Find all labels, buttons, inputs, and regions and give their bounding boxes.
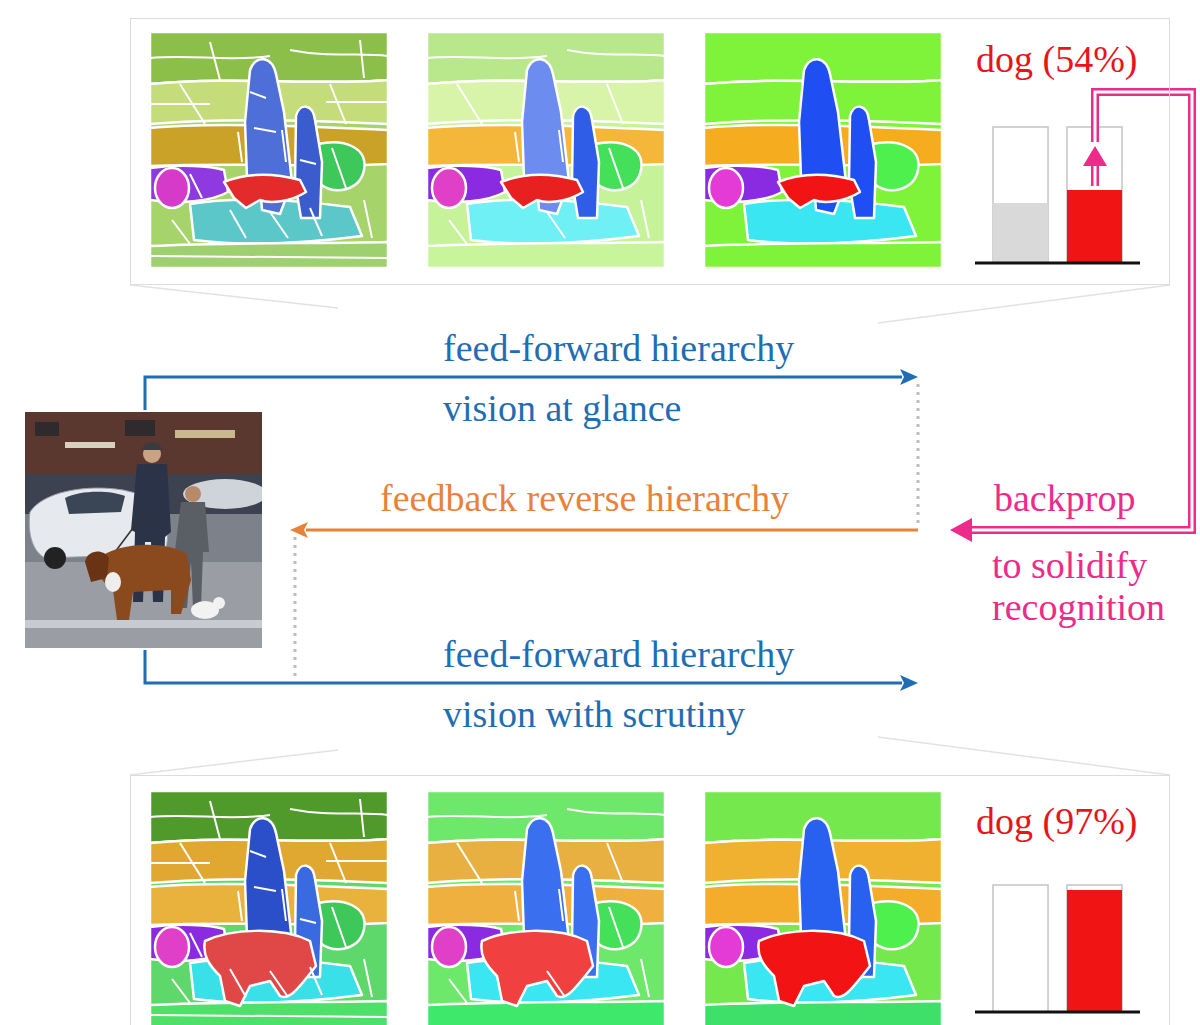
prediction-label: dog (54%) bbox=[976, 39, 1137, 81]
flow-arrows bbox=[145, 369, 918, 691]
connector-label: backprop bbox=[992, 478, 1137, 520]
feedback-band: feedback reverse hierarchy bbox=[338, 462, 950, 598]
glance-panel: dog (54%) bbox=[130, 18, 1170, 285]
text-slot: feed-forward hierarchy bbox=[443, 634, 794, 676]
connector-note: to solidify recognition bbox=[992, 545, 1177, 629]
text-slot: feed-forward hierarchy bbox=[443, 328, 794, 370]
backprop-connector bbox=[970, 92, 1192, 530]
arrow-head bbox=[950, 518, 972, 542]
text-slot: backprop bbox=[992, 478, 1137, 520]
text-slot: vision with scrutiny bbox=[443, 694, 745, 736]
text-slot: dog (97%) bbox=[976, 801, 1137, 843]
segmentation-map bbox=[704, 791, 942, 1025]
text-slot: dog (54%) bbox=[976, 39, 1137, 81]
band-heading: feed-forward hierarchy bbox=[443, 328, 794, 370]
band-heading: feedback reverse hierarchy bbox=[380, 478, 789, 520]
segmentation-map bbox=[704, 32, 942, 268]
scrutiny-panel: dog (97%) bbox=[130, 775, 1170, 1025]
backprop-arrow bbox=[1083, 92, 1170, 186]
bar-chart bbox=[975, 127, 1140, 263]
bar-chart bbox=[975, 885, 1140, 1012]
segmentation-map bbox=[150, 791, 388, 1025]
hierarchy-band: feed-forward hierarchy vision with scruti… bbox=[338, 616, 878, 750]
band-subheading: vision with scrutiny bbox=[443, 694, 745, 736]
band-outline bbox=[338, 616, 878, 750]
band-outline bbox=[338, 462, 878, 598]
band-heading: feed-forward hierarchy bbox=[443, 634, 794, 676]
segmentation-map bbox=[150, 32, 388, 268]
band-subheading: vision at glance bbox=[443, 388, 681, 430]
hierarchy-band: feed-forward hierarchy vision at glance bbox=[338, 308, 878, 443]
text-slot: to solidify recognition bbox=[992, 545, 1177, 629]
band-outline bbox=[338, 308, 878, 443]
text-slot: feedback reverse hierarchy bbox=[380, 478, 789, 520]
text-slot: vision at glance bbox=[443, 388, 681, 430]
connector-core bbox=[970, 92, 1192, 530]
street-photo bbox=[25, 412, 262, 648]
segmentation-map bbox=[427, 791, 665, 1025]
segmentation-map bbox=[427, 32, 665, 268]
prediction-label: dog (97%) bbox=[976, 801, 1137, 843]
connector-group bbox=[950, 92, 1192, 542]
